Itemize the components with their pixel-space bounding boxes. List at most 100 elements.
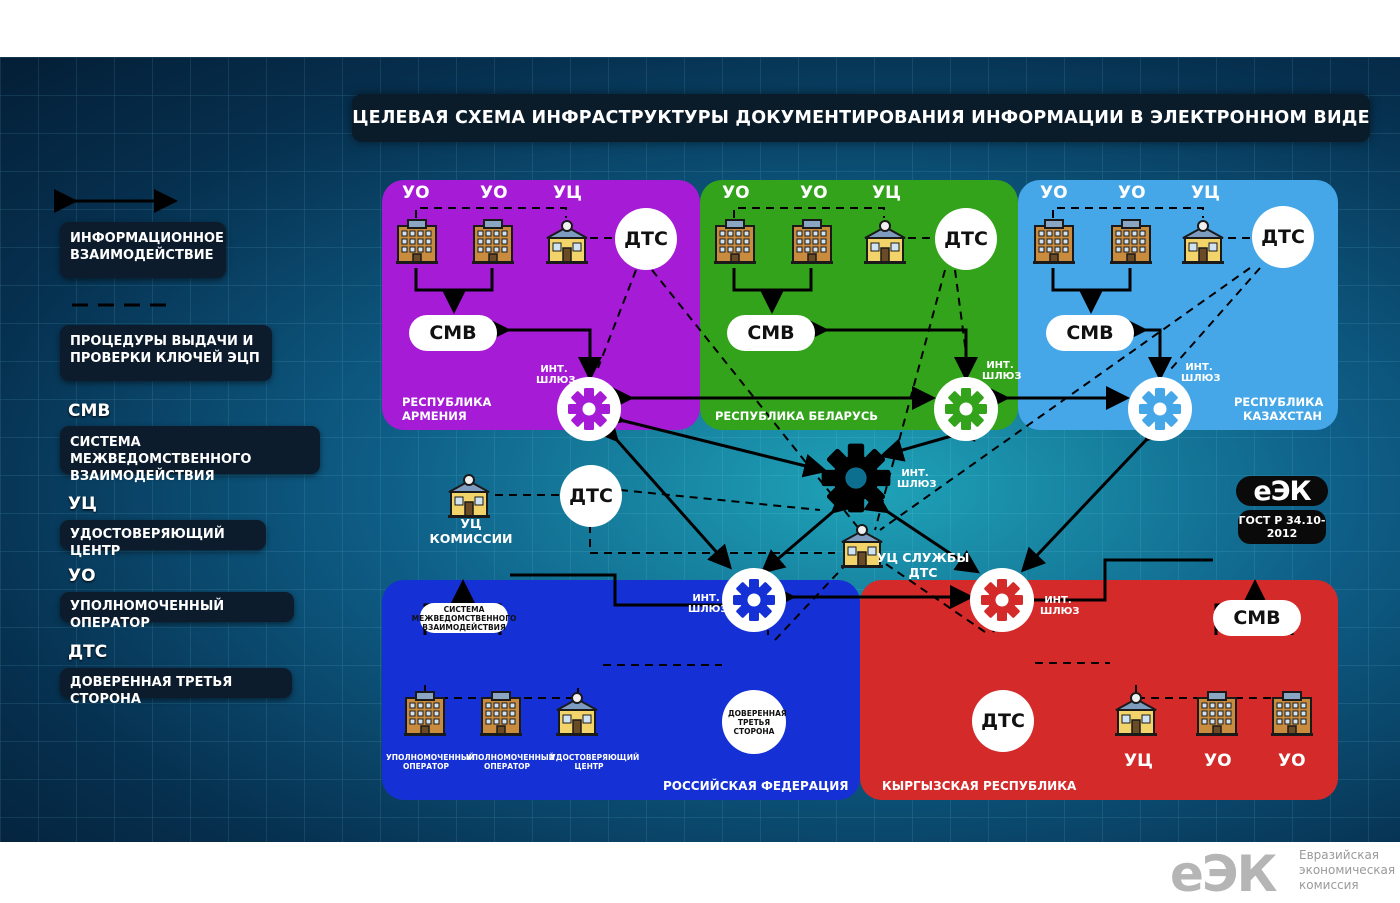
kyrgyzstan-smv-gateway-arrow xyxy=(1003,558,1213,608)
kazakhstan-uo-building-1-icon xyxy=(1031,218,1077,266)
kazakhstan-gateway-gear xyxy=(1128,377,1192,441)
kyrgyzstan-gateway-label: ИНТ. ШЛЮЗ xyxy=(1040,595,1080,617)
gear-icon xyxy=(732,578,776,622)
armenia-uo-building-1-icon xyxy=(394,218,440,266)
legend-uo-text: УПОЛНОМОЧЕННЫЙ ОПЕРАТОР xyxy=(70,599,225,631)
dts-services-uc-building-icon xyxy=(839,522,885,570)
kyrgyzstan-uc-label: УЦ xyxy=(1124,751,1153,771)
legend-uc-key: УЦ xyxy=(68,494,97,514)
russia-uo-building-2-icon xyxy=(478,690,524,738)
belarus-gateway-label: ИНТ. ШЛЮЗ xyxy=(982,360,1022,382)
kazakhstan-dts-center-dash xyxy=(879,267,1251,531)
legend-key-procedures: ПРОЦЕДУРЫ ВЫДАЧИ И ПРОВЕРКИ КЛЮЧЕЙ ЭЦП xyxy=(60,325,272,381)
diagram-title: ЦЕЛЕВАЯ СХЕМА ИНФРАСТРУКТУРЫ ДОКУМЕНТИРО… xyxy=(352,108,1370,128)
kazakhstan-gateway-label: ИНТ. ШЛЮЗ xyxy=(1181,362,1221,384)
center-dts-label: ДТС xyxy=(569,485,613,507)
kazakhstan-dts-circle: ДТС xyxy=(1252,206,1314,268)
armenia-russia-arrow xyxy=(594,416,732,570)
belarus-gateway-gear xyxy=(934,377,998,441)
legend-smv-key: СМВ xyxy=(68,401,111,421)
kyrgyzstan-smv-label: СМВ xyxy=(1233,607,1281,629)
kazakhstan-dts-label: ДТС xyxy=(1261,226,1305,248)
legend-info-exchange: ИНФОРМАЦИОННОЕ ВЗАИМОДЕЙСТВИЕ xyxy=(60,222,226,278)
eek-logo-badge: еЭК xyxy=(1236,476,1328,507)
russia-dts-center-dash xyxy=(774,559,851,641)
russia-dts-circle: ДОВЕРЕННАЯ ТРЕТЬЯ СТОРОНА xyxy=(722,690,787,754)
russia-uc-full: УДОСТОВЕРЯЮЩИЙ ЦЕНТР xyxy=(550,753,640,771)
armenia-gateway-label: ИНТ. ШЛЮЗ xyxy=(536,364,576,386)
belarus-uo-label-1: УО xyxy=(722,183,750,203)
legend-uo: УПОЛНОМОЧЕННЫЙ ОПЕРАТОР xyxy=(60,592,294,631)
armenia-country-label: РЕСПУБЛИКА АРМЕНИЯ xyxy=(402,395,492,423)
kazakhstan-smv-label: СМВ xyxy=(1066,322,1114,344)
armenia-gateway-gear xyxy=(557,377,621,441)
belarus-uo-link xyxy=(732,268,813,292)
russia-gateway-gear xyxy=(722,568,786,632)
kyrgyzstan-dts-label: ДТС xyxy=(981,710,1025,732)
belarus-uc-building-icon xyxy=(862,218,908,266)
belarus-uc-label: УЦ xyxy=(872,183,901,203)
legend-info-exchange-text: ИНФОРМАЦИОННОЕ ВЗАИМОДЕЙСТВИЕ xyxy=(70,231,224,263)
legend-dts: ДОВЕРЕННАЯ ТРЕТЬЯ СТОРОНА xyxy=(60,668,292,707)
kyrgyzstan-smv-pill: СМВ xyxy=(1213,600,1301,636)
gear-icon xyxy=(1138,387,1182,431)
russia-smv-label: СИСТЕМА МЕЖВЕДОМСТВЕННОГО ВЗАИМОДЕЙСТВИЯ xyxy=(411,604,517,632)
gost-badge: ГОСТ Р 34.10-2012 xyxy=(1238,510,1326,544)
armenia-uc-building-icon xyxy=(544,218,590,266)
belarus-smv-label: СМВ xyxy=(747,322,795,344)
gear-icon xyxy=(567,387,611,431)
armenia-dts-label: ДТС xyxy=(624,228,668,250)
kyrgyzstan-uo-label-1: УО xyxy=(1204,751,1232,771)
legend-uo-key: УО xyxy=(68,566,96,586)
dts-services-uc-label: УЦ СЛУЖБЫ ДТС xyxy=(876,550,970,580)
footer-line-3: комиссия xyxy=(1299,878,1359,892)
commission-uc-label: УЦ КОМИССИИ xyxy=(429,516,513,546)
kazakhstan-uo-label-1: УО xyxy=(1040,183,1068,203)
footer-line-2: экономическая xyxy=(1299,863,1396,877)
russia-country-label: РОССИЙСКАЯ ФЕДЕРАЦИЯ xyxy=(663,779,849,793)
legend-smv-text: СИСТЕМА МЕЖВЕДОМСТВЕННОГО ВЗАИМОДЕЙСТВИЯ xyxy=(70,435,252,484)
russia-uo-building-1-icon xyxy=(402,690,448,738)
belarus-smv-pill: СМВ xyxy=(727,315,815,351)
armenia-dts-gateway-dash xyxy=(597,269,637,369)
legend-uc-text: УДОСТОВЕРЯЮЩИЙ ЦЕНТР xyxy=(70,527,225,559)
kazakhstan-uo-label-2: УО xyxy=(1118,183,1146,203)
armenia-uc-label: УЦ xyxy=(553,183,582,203)
kyrgyzstan-uo-label-2: УО xyxy=(1278,751,1306,771)
kyrgyzstan-center-arrow xyxy=(863,490,980,574)
armenia-uo-building-2-icon xyxy=(470,218,516,266)
belarus-dts-circle: ДТС xyxy=(935,208,997,270)
armenia-dts-circle: ДТС xyxy=(615,208,677,270)
armenia-smv-label: СМВ xyxy=(429,322,477,344)
legend-dts-text: ДОВЕРЕННАЯ ТРЕТЬЯ СТОРОНА xyxy=(70,675,233,707)
kazakhstan-uc-building-icon xyxy=(1180,218,1226,266)
gear-icon xyxy=(820,442,892,514)
belarus-dts-center-dash xyxy=(874,269,946,531)
belarus-country-label: РЕСПУБЛИКА БЕЛАРУСЬ xyxy=(715,409,879,423)
footer-org-name: Евразийская экономическая комиссия xyxy=(1299,848,1395,893)
kazakhstan-country-label: РЕСПУБЛИКА КАЗАХСТАН xyxy=(1234,395,1324,423)
kazakhstan-key-dashes xyxy=(1052,207,1204,218)
armenia-uo-label-1: УО xyxy=(402,183,430,203)
kazakhstan-uo-building-2-icon xyxy=(1108,218,1154,266)
title-bar: ЦЕЛЕВАЯ СХЕМА ИНФРАСТРУКТУРЫ ДОКУМЕНТИРО… xyxy=(352,94,1370,142)
center-dts-uc-dash xyxy=(589,525,835,554)
kyrgyzstan-gateway-gear xyxy=(970,568,1034,632)
belarus-key-dashes xyxy=(733,207,885,218)
kyrgyzstan-uc-building-icon xyxy=(1113,690,1159,738)
kazakhstan-uo-link xyxy=(1051,268,1132,292)
center-dts-circle: ДТС xyxy=(560,465,622,527)
armenia-uo-link xyxy=(414,268,494,292)
belarus-dts-label: ДТС xyxy=(944,228,988,250)
russia-uo-full-1: УПОЛНОМОЧЕННЫЙ ОПЕРАТОР xyxy=(386,753,475,771)
footer-line-1: Евразийская xyxy=(1299,848,1380,862)
armenia-key-dashes xyxy=(415,207,567,218)
russia-dts-label: ДОВЕРЕННАЯ ТРЕТЬЯ СТОРОНА xyxy=(728,708,787,736)
kazakhstan-kyrgyzstan-arrow xyxy=(1020,416,1170,573)
footer-logo: еЭК xyxy=(1170,845,1277,903)
gear-icon xyxy=(944,387,988,431)
kazakhstan-dts-gateway-dash xyxy=(1169,267,1261,371)
central-gateway-gear xyxy=(820,442,892,514)
central-gateway-label: ИНТ. ШЛЮЗ xyxy=(897,468,937,490)
russia-smv-pill: СИСТЕМА МЕЖВЕДОМСТВЕННОГО ВЗАИМОДЕЙСТВИЯ xyxy=(412,603,516,633)
